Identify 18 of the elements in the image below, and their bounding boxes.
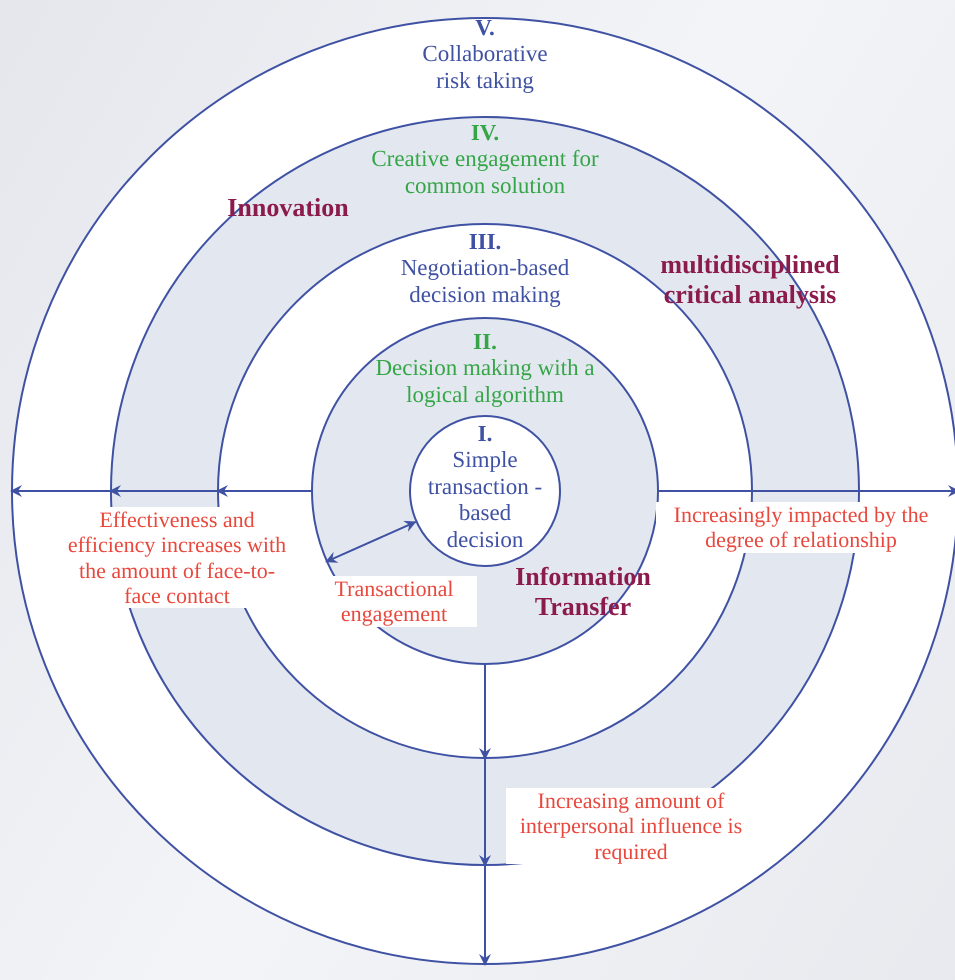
arrow: [10, 485, 110, 497]
arrow: [659, 485, 955, 497]
arrow: [109, 485, 217, 497]
arrow: [325, 520, 416, 563]
ring-description: Negotiation-based decision making: [400, 255, 570, 308]
arrow: [479, 759, 491, 867]
ring-numeral: V.: [475, 15, 495, 42]
arrow: [216, 485, 311, 497]
ring-description: Collaborative risk taking: [421, 41, 549, 94]
ring-numeral: III.: [468, 229, 502, 256]
ring-numeral: I.: [478, 421, 492, 448]
ring-description: Decision making with a logical algorithm: [374, 355, 596, 408]
ring-numeral: II.: [473, 329, 497, 356]
arrow: [479, 866, 491, 966]
ring-numeral: IV.: [470, 120, 500, 146]
ring-description: Creative engagement for common solution: [370, 146, 600, 200]
ring-description: Simple transaction -based decision: [426, 447, 544, 554]
arrow: [479, 665, 491, 760]
